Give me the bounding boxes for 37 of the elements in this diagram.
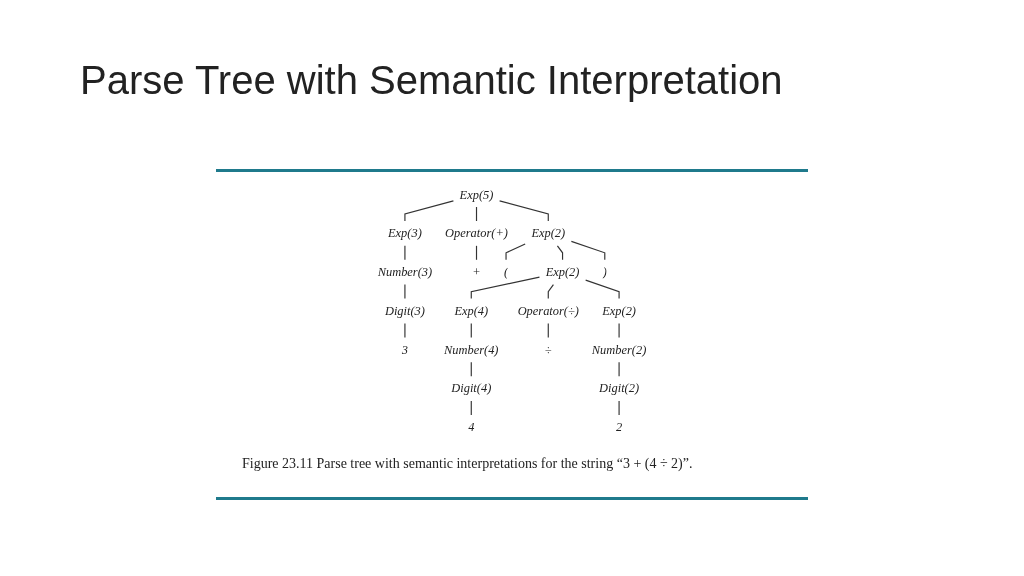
- connector: [505, 243, 526, 261]
- slide-title: Parse Tree with Semantic Interpretation: [80, 58, 783, 103]
- connector: [585, 279, 620, 300]
- connector: [618, 400, 620, 416]
- connector: [470, 276, 541, 300]
- node-text: Number(3): [377, 265, 433, 279]
- node-text: Operator(÷): [517, 304, 579, 318]
- node-text: Number(2): [591, 342, 647, 356]
- node-text: +: [472, 265, 481, 279]
- node-text: 3: [401, 342, 409, 356]
- connector: [404, 200, 454, 222]
- node-text: ÷: [544, 342, 552, 356]
- connector: [618, 361, 620, 377]
- node-text: Exp(2): [531, 226, 566, 240]
- node-text: Digit(3): [384, 304, 425, 318]
- node-text: 2: [615, 420, 623, 434]
- figure-caption: Figure 23.11 Parse tree with semantic interpretations for the string “3 + (4 ÷ 2)”.: [242, 456, 693, 472]
- node-text: 4: [468, 420, 475, 434]
- node-text: Operator(+): [445, 226, 508, 240]
- node-text: Exp(2): [545, 265, 580, 279]
- node-text: Exp(5): [459, 187, 494, 201]
- connector: [499, 200, 549, 222]
- connector: [570, 240, 606, 261]
- connector: [404, 284, 406, 300]
- node-text: Exp(4): [454, 304, 489, 318]
- node-text: Exp(3): [388, 226, 422, 240]
- node-text: Number(4): [444, 342, 499, 356]
- node-text: Digit(2): [599, 381, 640, 395]
- connector: [547, 284, 554, 300]
- node-text: (: [503, 265, 509, 279]
- connector: [618, 322, 620, 338]
- connector: [404, 322, 406, 338]
- node-text: Digit(4): [451, 381, 492, 395]
- node-text: Exp(2): [602, 304, 636, 318]
- connector: [556, 245, 564, 261]
- node-text: ): [602, 265, 607, 279]
- connector: [404, 245, 406, 261]
